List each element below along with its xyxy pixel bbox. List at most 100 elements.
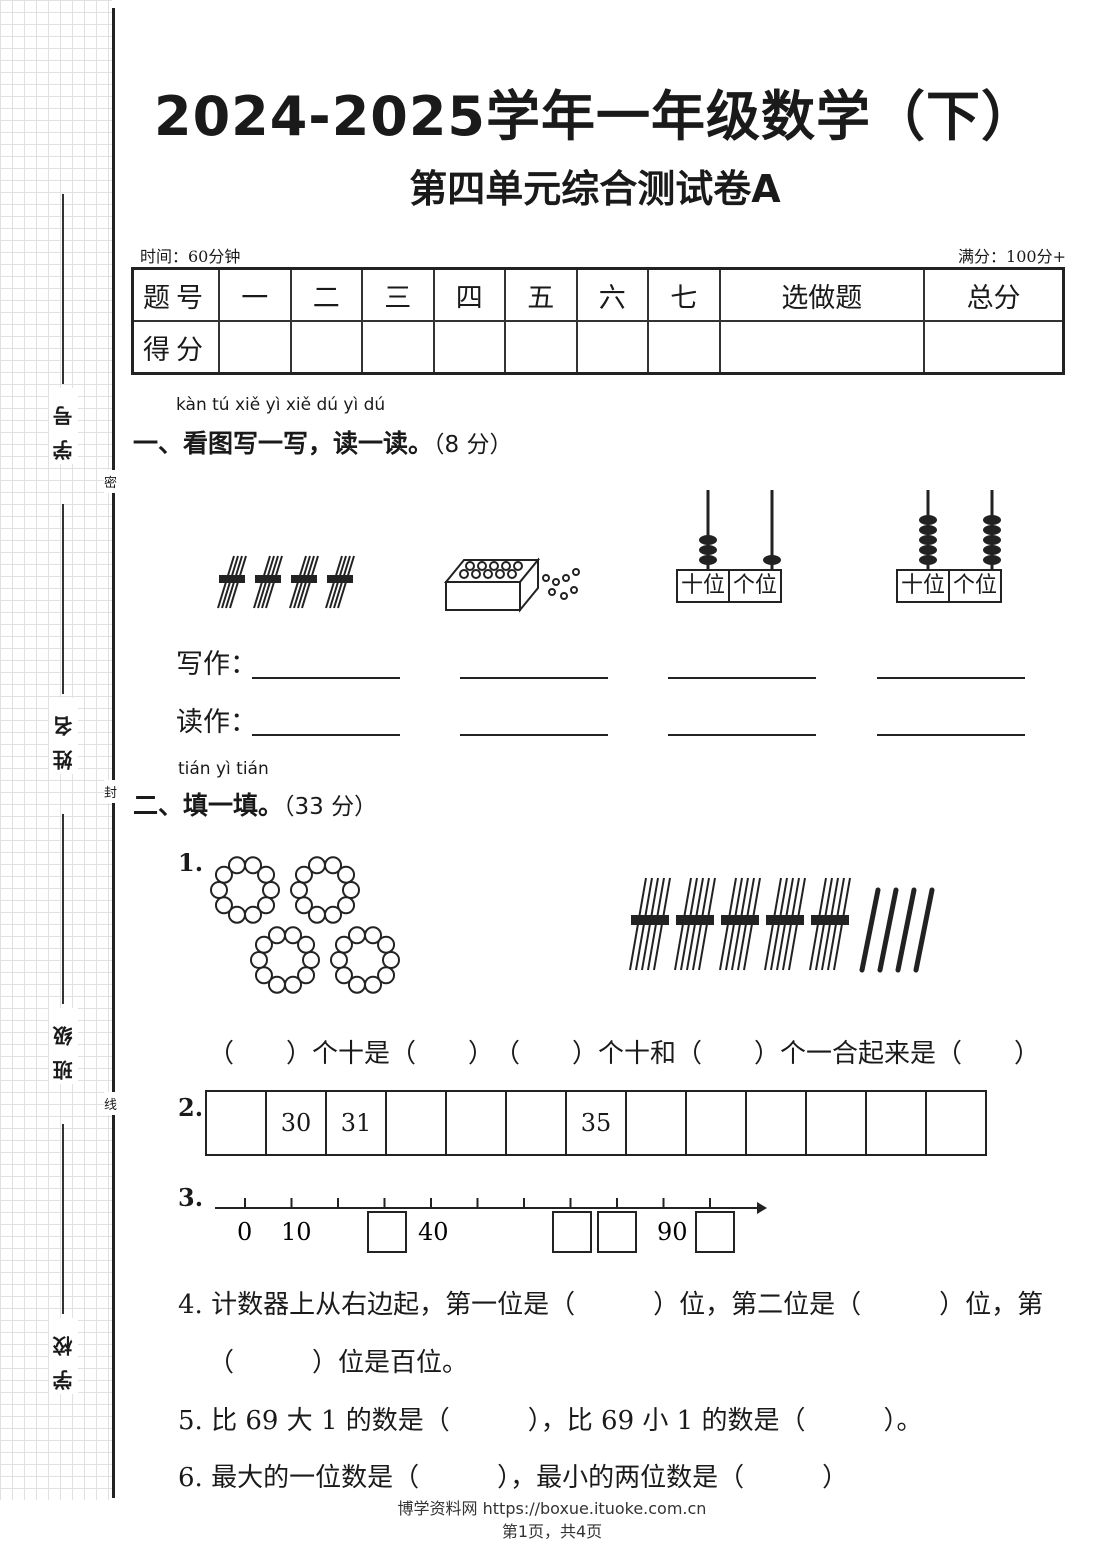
name-blank[interactable] (62, 504, 64, 694)
number-line-answer-box[interactable] (367, 1211, 407, 1253)
score-cell[interactable] (923, 320, 1065, 375)
read-answer-1[interactable] (252, 734, 400, 736)
bead-icon (324, 905, 343, 924)
single-stick-icon (877, 887, 899, 973)
bead-icon (257, 865, 276, 884)
bead-icon (254, 935, 273, 954)
ten-block-image (443, 557, 580, 613)
write-label: 写作： (176, 649, 257, 680)
bead-icon (294, 896, 313, 915)
score-cell[interactable] (504, 320, 578, 375)
number-line-label-10: 10 (281, 1218, 312, 1246)
number-strip-cell-blank[interactable] (387, 1092, 447, 1154)
bundle-icon (217, 555, 247, 609)
write-answer-3[interactable] (668, 677, 816, 679)
score-cell[interactable] (432, 320, 506, 375)
bead-icon (254, 966, 273, 985)
stick-bundles-image (217, 555, 355, 609)
bead-icon (364, 975, 383, 994)
student-id-label: 学号 (48, 388, 78, 464)
score-cell[interactable] (289, 320, 363, 375)
bead-icon (210, 881, 228, 899)
score-cell[interactable] (218, 320, 292, 375)
bead-icon (297, 966, 316, 985)
bundle-icon (325, 555, 355, 609)
score-table-row-label: 题号 (131, 267, 220, 322)
number-strip-cell-blank[interactable] (747, 1092, 807, 1154)
q3-number: 3. (178, 1183, 204, 1212)
q4-line1: 4. 计数器上从右边起，第一位是（ ）位，第二位是（ ）位，第 (178, 1290, 1044, 1320)
write-answer-1[interactable] (252, 677, 400, 679)
score-col-1: 一 (218, 267, 292, 322)
score-row-label: 得分 (131, 320, 220, 375)
class-blank[interactable] (62, 814, 64, 1004)
bead-icon (302, 951, 320, 969)
section2-points: （33 分） (283, 794, 378, 820)
full-score: 满分：100分+ (958, 247, 1066, 266)
page-subtitle: 第四单元综合测试卷A (409, 167, 781, 211)
score-cell[interactable] (647, 320, 721, 375)
bead-icon (284, 975, 303, 994)
number-line-answer-box[interactable] (552, 1211, 592, 1253)
number-line-arrow (757, 1202, 767, 1214)
number-strip-cell-blank[interactable] (687, 1092, 747, 1154)
abacus-2-place-labels: 十位 个位 (896, 569, 1003, 603)
bead-icon (244, 856, 263, 875)
page-title: 2024-2025学年一年级数学（下） (154, 85, 1036, 148)
bead-icon (267, 975, 286, 994)
score-cell[interactable] (575, 320, 649, 375)
bead-icon (227, 856, 246, 875)
number-strip-cell-blank[interactable] (447, 1092, 507, 1154)
section2-title: 二、填一填。 (133, 791, 284, 820)
time-limit: 时间：60分钟 (140, 247, 241, 266)
name-label: 姓名 (48, 698, 78, 774)
bead-icon (382, 951, 400, 969)
bead-icon (307, 905, 326, 924)
read-answer-2[interactable] (460, 734, 608, 736)
write-answer-2[interactable] (460, 677, 608, 679)
score-cell[interactable] (361, 320, 435, 375)
score-col-6: 六 (575, 267, 649, 322)
bead-icon (290, 881, 308, 899)
score-cell[interactable] (718, 320, 926, 375)
number-strip-cell-given: 35 (567, 1092, 627, 1154)
bead-icon (267, 926, 286, 945)
number-line-answer-box[interactable] (597, 1211, 637, 1253)
bead-icon (257, 896, 276, 915)
bead-icon (337, 896, 356, 915)
score-col-3: 三 (361, 267, 435, 322)
read-answer-4[interactable] (877, 734, 1025, 736)
number-strip-cell-blank[interactable] (627, 1092, 687, 1154)
score-table-score-row: 得分 (131, 320, 1065, 375)
score-col-4: 四 (432, 267, 506, 322)
score-table-header-row: 题号 一 二 三 四 五 六 七 选做题 总分 (131, 267, 1065, 322)
number-strip-cell-given: 30 (267, 1092, 327, 1154)
write-answer-4[interactable] (877, 677, 1025, 679)
school-field: 学校 (48, 1120, 78, 1394)
read-answer-3[interactable] (668, 734, 816, 736)
number-line: 0 10 40 90 (215, 1198, 767, 1253)
bead-icon (262, 881, 280, 899)
number-strip-cell-blank[interactable] (207, 1092, 267, 1154)
number-strip-cell-blank[interactable] (867, 1092, 927, 1154)
bead-icon (364, 926, 383, 945)
section1-heading: 一、看图写一写，读一读。（8 分） (133, 424, 512, 460)
footer-page-number: 第1页，共4页 (501, 1522, 603, 1541)
student-id-blank[interactable] (62, 194, 64, 384)
number-strip-cell-blank[interactable] (807, 1092, 867, 1154)
class-label: 班级 (48, 1008, 78, 1084)
bundle-band-icon (721, 915, 759, 925)
number-strip-cell-blank[interactable] (507, 1092, 567, 1154)
q4-line2: （ ）位是百位。 (208, 1348, 469, 1378)
q1-number: 1. (178, 848, 204, 877)
number-strip-cell-blank[interactable] (927, 1092, 987, 1154)
bead-icon (334, 935, 353, 954)
single-stick-icon (859, 887, 881, 973)
number-line-answer-box[interactable] (695, 1211, 735, 1253)
school-blank[interactable] (62, 1124, 64, 1314)
section1-points: （8 分） (433, 432, 513, 458)
school-label: 学校 (48, 1318, 78, 1394)
abacus-1-place-labels: 十位 个位 (676, 569, 783, 603)
abacus-2-image (919, 490, 1001, 572)
